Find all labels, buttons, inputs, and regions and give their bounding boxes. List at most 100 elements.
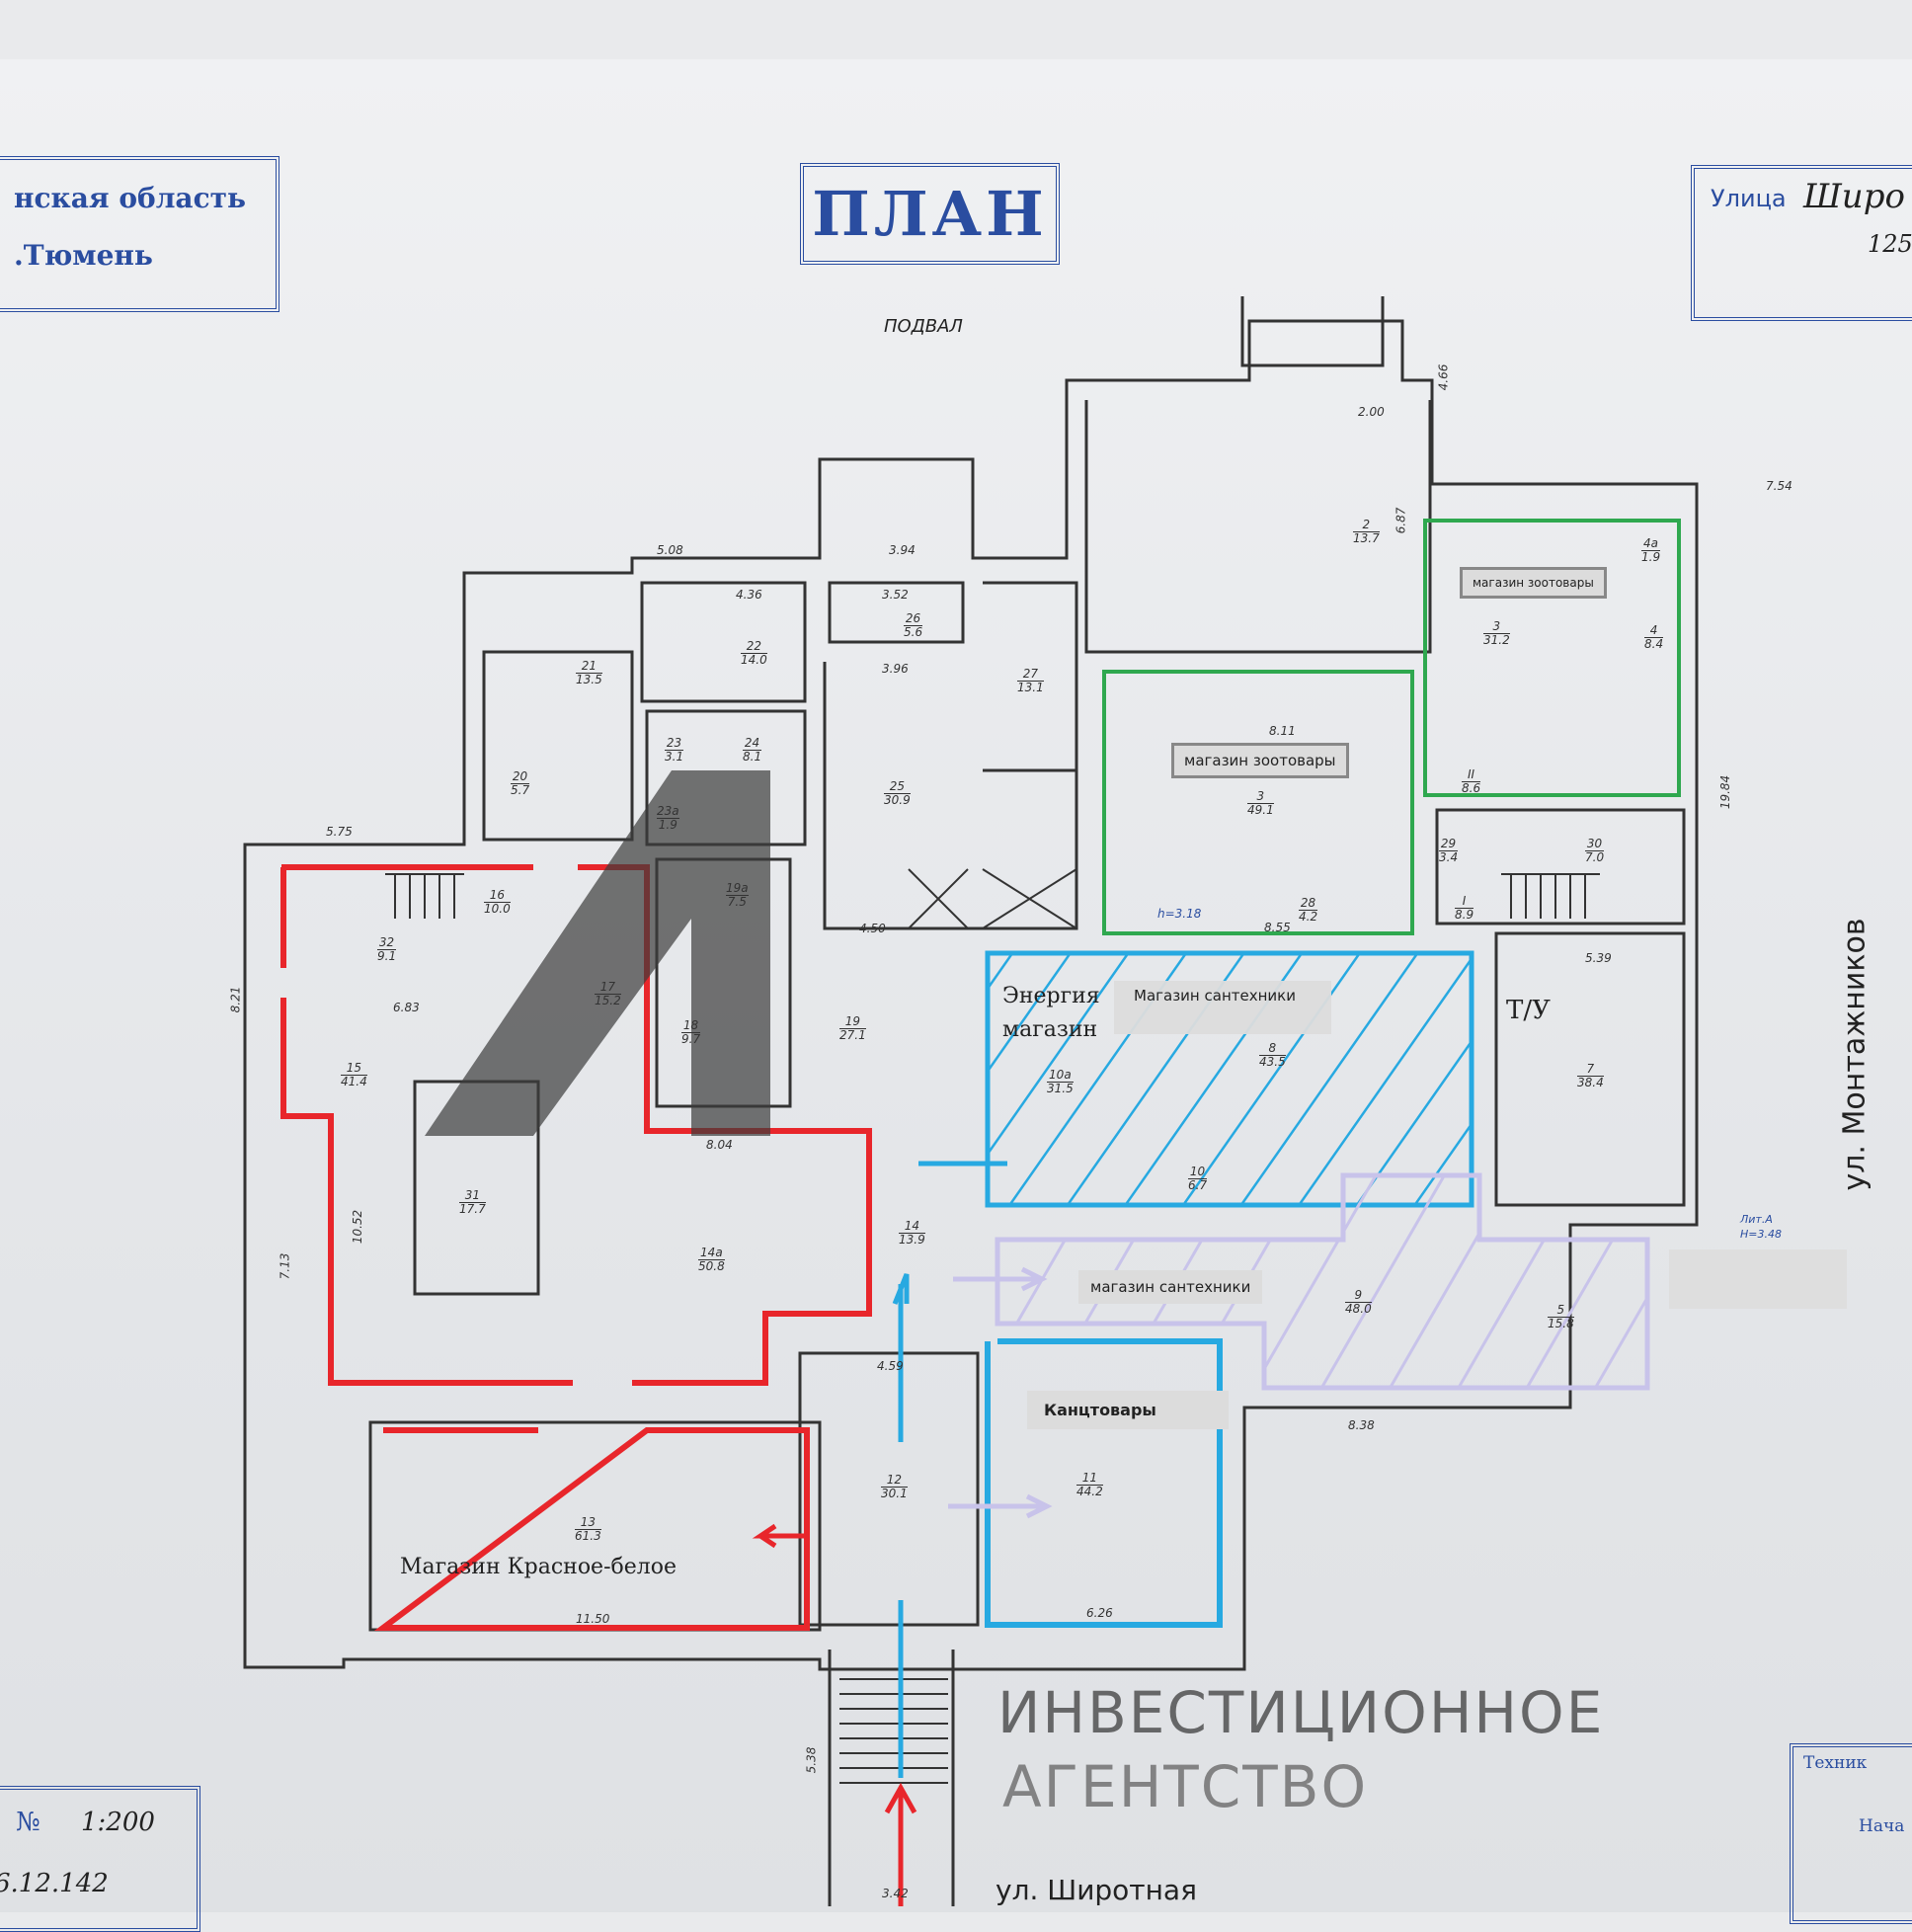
dimension-label: 10.52 bbox=[351, 1209, 365, 1245]
dimension-label: 8.38 bbox=[1348, 1418, 1375, 1432]
room-number: 29 bbox=[1439, 837, 1459, 851]
street-label: Улица bbox=[1711, 185, 1787, 212]
room-number: 28 bbox=[1299, 896, 1318, 911]
label-plumbing-1: Магазин сантехники bbox=[1114, 981, 1331, 1034]
room-area: 7.0 bbox=[1585, 850, 1605, 864]
room-area: 13.1 bbox=[1017, 681, 1044, 694]
dimension-label: 8.21 bbox=[228, 986, 243, 1013]
room-area: 5.7 bbox=[511, 783, 530, 797]
dimension-label: 5.75 bbox=[326, 825, 353, 839]
region-stamp: нская область .Тюмень bbox=[0, 156, 279, 312]
room-area: 1.9 bbox=[658, 818, 677, 832]
room-number: 9 bbox=[1345, 1289, 1372, 1303]
room-number: 16 bbox=[484, 889, 511, 903]
room-area: 10.0 bbox=[484, 902, 511, 916]
room-number: 17 bbox=[595, 981, 621, 995]
shop-plumbing-lilac-area bbox=[995, 1172, 1650, 1391]
room-area: 13.7 bbox=[1353, 531, 1380, 545]
street-bottom-label: ул. Широтная bbox=[996, 1874, 1197, 1906]
room-area: 31.5 bbox=[1047, 1082, 1074, 1095]
dimension-label: 7.54 bbox=[1766, 479, 1792, 493]
label-zoo-1: магазин зоотовары bbox=[1460, 567, 1607, 599]
room-area: 9.7 bbox=[681, 1032, 701, 1046]
room-number: 12 bbox=[881, 1474, 908, 1488]
label-krasnoe-beloe: Магазин Красное-белое bbox=[400, 1555, 677, 1579]
number-label: № bbox=[16, 1808, 40, 1837]
dimension-label: 19.84 bbox=[1718, 774, 1733, 810]
room-number: 21 bbox=[576, 660, 602, 674]
room-area: 30.1 bbox=[881, 1487, 908, 1500]
dimension-label: 8.11 bbox=[1269, 724, 1296, 738]
dimension-label: 4.66 bbox=[1436, 363, 1451, 391]
room-number: 20 bbox=[511, 769, 530, 784]
room-number: 7 bbox=[1577, 1063, 1604, 1077]
room-area: 17.7 bbox=[459, 1202, 486, 1216]
room-number: 25 bbox=[884, 780, 911, 794]
dimension-label: 7.13 bbox=[278, 1252, 292, 1280]
dimension-label: 8.04 bbox=[706, 1138, 733, 1152]
room-area: 9.1 bbox=[377, 949, 397, 963]
label-tu: Т/У bbox=[1506, 996, 1551, 1025]
street-stamp: Улица Широ 125 bbox=[1691, 165, 1912, 321]
room-number: 23 bbox=[665, 736, 684, 751]
room-area: 49.1 bbox=[1247, 803, 1274, 817]
room-area: 15.8 bbox=[1548, 1317, 1574, 1330]
dimension-label: 3.52 bbox=[882, 588, 909, 602]
dimension-label: 3.96 bbox=[882, 662, 909, 676]
room-number: 27 bbox=[1017, 668, 1044, 682]
room-area: 3.4 bbox=[1439, 850, 1459, 864]
room-area: 13.5 bbox=[576, 673, 602, 686]
room-number: 18 bbox=[681, 1018, 701, 1033]
label-height-2: H=3.48 bbox=[1740, 1228, 1782, 1241]
label-energy-1: Энергия bbox=[1002, 984, 1100, 1008]
room-number: 30 bbox=[1585, 837, 1605, 851]
room-area: 50.8 bbox=[698, 1259, 725, 1273]
date-value: 6.12.142 bbox=[0, 1869, 109, 1898]
stairs bbox=[385, 868, 1600, 1784]
chief-label: Нача bbox=[1859, 1816, 1905, 1836]
room-area: 5.6 bbox=[904, 625, 923, 639]
room-number: 10a bbox=[1047, 1069, 1074, 1083]
room-number: 4 bbox=[1644, 624, 1664, 638]
room-number: 11 bbox=[1076, 1472, 1103, 1486]
dimension-label: 6.87 bbox=[1394, 507, 1408, 534]
room-number: 3 bbox=[1247, 790, 1274, 804]
room-area: 27.1 bbox=[839, 1028, 866, 1042]
room-number: 3 bbox=[1483, 620, 1510, 634]
room-number: 13 bbox=[575, 1516, 601, 1530]
room-number: 15 bbox=[341, 1062, 367, 1076]
room-area: 7.5 bbox=[727, 895, 747, 909]
room-area: 6.7 bbox=[1188, 1178, 1208, 1192]
room-area: 14.0 bbox=[741, 653, 767, 667]
room-number: 19a bbox=[726, 881, 749, 896]
plan-title: ПЛАН bbox=[812, 178, 1048, 250]
watermark-line2: АГЕНТСТВО bbox=[1002, 1753, 1369, 1820]
label-zoo-2: магазин зоотовары bbox=[1171, 743, 1349, 778]
room-number: 24 bbox=[743, 736, 762, 751]
room-area: 30.9 bbox=[884, 793, 911, 807]
dimension-label: 5.08 bbox=[657, 543, 683, 557]
label-height-1: h=3.18 bbox=[1157, 907, 1202, 921]
room-number: 19 bbox=[839, 1015, 866, 1029]
room-area: 43.5 bbox=[1259, 1055, 1286, 1069]
shop-krasnoe-outline bbox=[280, 864, 872, 1631]
room-number: 10 bbox=[1188, 1165, 1208, 1179]
room-area: 4.2 bbox=[1299, 910, 1318, 924]
room-number: II bbox=[1462, 768, 1481, 782]
